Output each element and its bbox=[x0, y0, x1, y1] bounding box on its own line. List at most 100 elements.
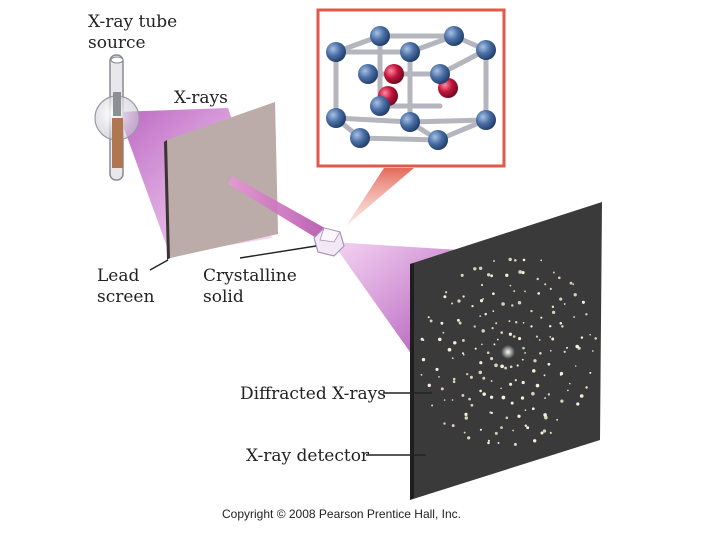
diffraction-spot bbox=[522, 258, 526, 262]
lead-screen-label-line1: Lead bbox=[97, 266, 140, 286]
diffraction-spot bbox=[539, 352, 542, 355]
diffraction-spot bbox=[544, 283, 547, 286]
diffraction-spot bbox=[487, 439, 490, 442]
diffraction-spot bbox=[512, 335, 516, 338]
diffraction-spot bbox=[514, 320, 518, 324]
diffraction-spot bbox=[573, 293, 577, 297]
diffraction-spot bbox=[461, 338, 465, 342]
diffraction-spot bbox=[543, 413, 547, 417]
diffraction-spot bbox=[581, 300, 585, 304]
diffraction-spot bbox=[479, 361, 483, 365]
diffraction-spot bbox=[453, 341, 457, 345]
diffraction-spot bbox=[589, 333, 592, 336]
diffraction-spot bbox=[442, 331, 445, 334]
diffraction-spot bbox=[484, 312, 487, 316]
diffraction-spot bbox=[478, 266, 483, 271]
diffraction-spot bbox=[536, 277, 539, 281]
diffraction-spot bbox=[540, 431, 544, 435]
diffraction-spot bbox=[580, 336, 584, 339]
diffraction-spot bbox=[563, 350, 566, 353]
lead-screen-label-line2: screen bbox=[97, 287, 155, 307]
diffraction-spot bbox=[491, 326, 494, 330]
diffraction-spot bbox=[490, 274, 494, 278]
diffracted-xrays-label: Diffracted X-rays bbox=[240, 384, 386, 404]
diffraction-spot bbox=[585, 386, 588, 389]
diffraction-spot bbox=[500, 331, 504, 334]
diffraction-spot bbox=[508, 320, 511, 323]
diffraction-spot bbox=[500, 387, 502, 390]
diffraction-spot bbox=[563, 303, 566, 305]
diffraction-spots bbox=[420, 257, 597, 446]
crystalline-solid-label-line1: Crystalline bbox=[203, 266, 297, 286]
crystal-icon bbox=[313, 227, 345, 257]
diffraction-spot bbox=[443, 422, 446, 425]
diffraction-spot bbox=[451, 357, 454, 360]
diffraction-spot bbox=[556, 418, 559, 421]
diffraction-spot bbox=[549, 287, 552, 290]
diffraction-spot bbox=[518, 270, 523, 274]
diffraction-spot bbox=[524, 424, 528, 427]
diffraction-spot bbox=[490, 380, 493, 382]
diffraction-spot bbox=[516, 364, 519, 367]
diffraction-spot bbox=[579, 394, 584, 398]
diffraction-spot bbox=[494, 431, 498, 435]
diffraction-spot bbox=[497, 442, 500, 444]
diffraction-spot bbox=[526, 426, 530, 430]
diffraction-spot bbox=[493, 343, 496, 346]
xray-tube-label-line2: source bbox=[88, 33, 146, 53]
central-beam-spot bbox=[501, 345, 515, 359]
diffraction-spot bbox=[464, 416, 469, 420]
diffraction-spot bbox=[509, 382, 513, 386]
diffraction-spot bbox=[530, 309, 533, 313]
diffraction-spot bbox=[500, 364, 504, 369]
diffraction-spot bbox=[513, 442, 517, 446]
diffraction-spot bbox=[500, 426, 503, 429]
diffraction-spot bbox=[473, 267, 477, 271]
diffraction-spot bbox=[482, 392, 486, 396]
diffraction-spot bbox=[524, 351, 527, 354]
diffraction-spot bbox=[494, 363, 498, 368]
diffraction-spot bbox=[560, 399, 564, 403]
diffraction-spot bbox=[576, 402, 580, 406]
diffraction-spot bbox=[479, 428, 482, 431]
diffraction-spot bbox=[462, 353, 465, 356]
diffraction-spot bbox=[551, 305, 555, 308]
diffraction-spot bbox=[575, 344, 579, 349]
diffraction-spot bbox=[501, 302, 505, 306]
diffraction-spot bbox=[549, 349, 552, 352]
diffraction-spot bbox=[479, 299, 484, 303]
copyright-notice: Copyright © 2008 Pearson Prentice Hall, … bbox=[222, 507, 461, 521]
diffraction-spot bbox=[557, 276, 561, 280]
diffraction-spot bbox=[451, 302, 454, 305]
diffraction-spot bbox=[589, 371, 592, 374]
diffraction-spot bbox=[520, 396, 525, 400]
diffraction-spot bbox=[565, 346, 569, 349]
diffraction-spot bbox=[594, 337, 597, 340]
lead-screen-leader bbox=[149, 259, 169, 271]
diffraction-spot bbox=[543, 374, 546, 377]
diffraction-spot bbox=[511, 304, 514, 307]
xray-detector-panel bbox=[410, 202, 602, 500]
diffraction-spot bbox=[443, 295, 447, 299]
crystal-leader bbox=[239, 245, 317, 259]
diffraction-spot bbox=[451, 399, 454, 401]
diffraction-spot bbox=[478, 370, 483, 375]
diffraction-spot bbox=[438, 337, 442, 342]
diffraction-spot bbox=[444, 291, 448, 294]
diffraction-spot bbox=[468, 397, 471, 401]
diffraction-spot bbox=[512, 429, 514, 432]
diffraction-spot bbox=[551, 337, 555, 341]
inset-pointer bbox=[346, 168, 414, 226]
diffraction-spot bbox=[440, 321, 444, 325]
diffraction-spot bbox=[479, 315, 482, 317]
diffraction-spot bbox=[482, 297, 485, 300]
diffraction-spot bbox=[467, 436, 471, 440]
diffraction-spot bbox=[460, 273, 464, 277]
diffraction-spot bbox=[568, 382, 571, 385]
diffraction-spot bbox=[544, 397, 547, 400]
diffraction-spot bbox=[427, 316, 430, 319]
diffraction-spot bbox=[452, 377, 456, 381]
diffraction-spot bbox=[470, 403, 474, 407]
diffraction-spot bbox=[559, 373, 562, 376]
diffraction-spot bbox=[514, 259, 517, 262]
